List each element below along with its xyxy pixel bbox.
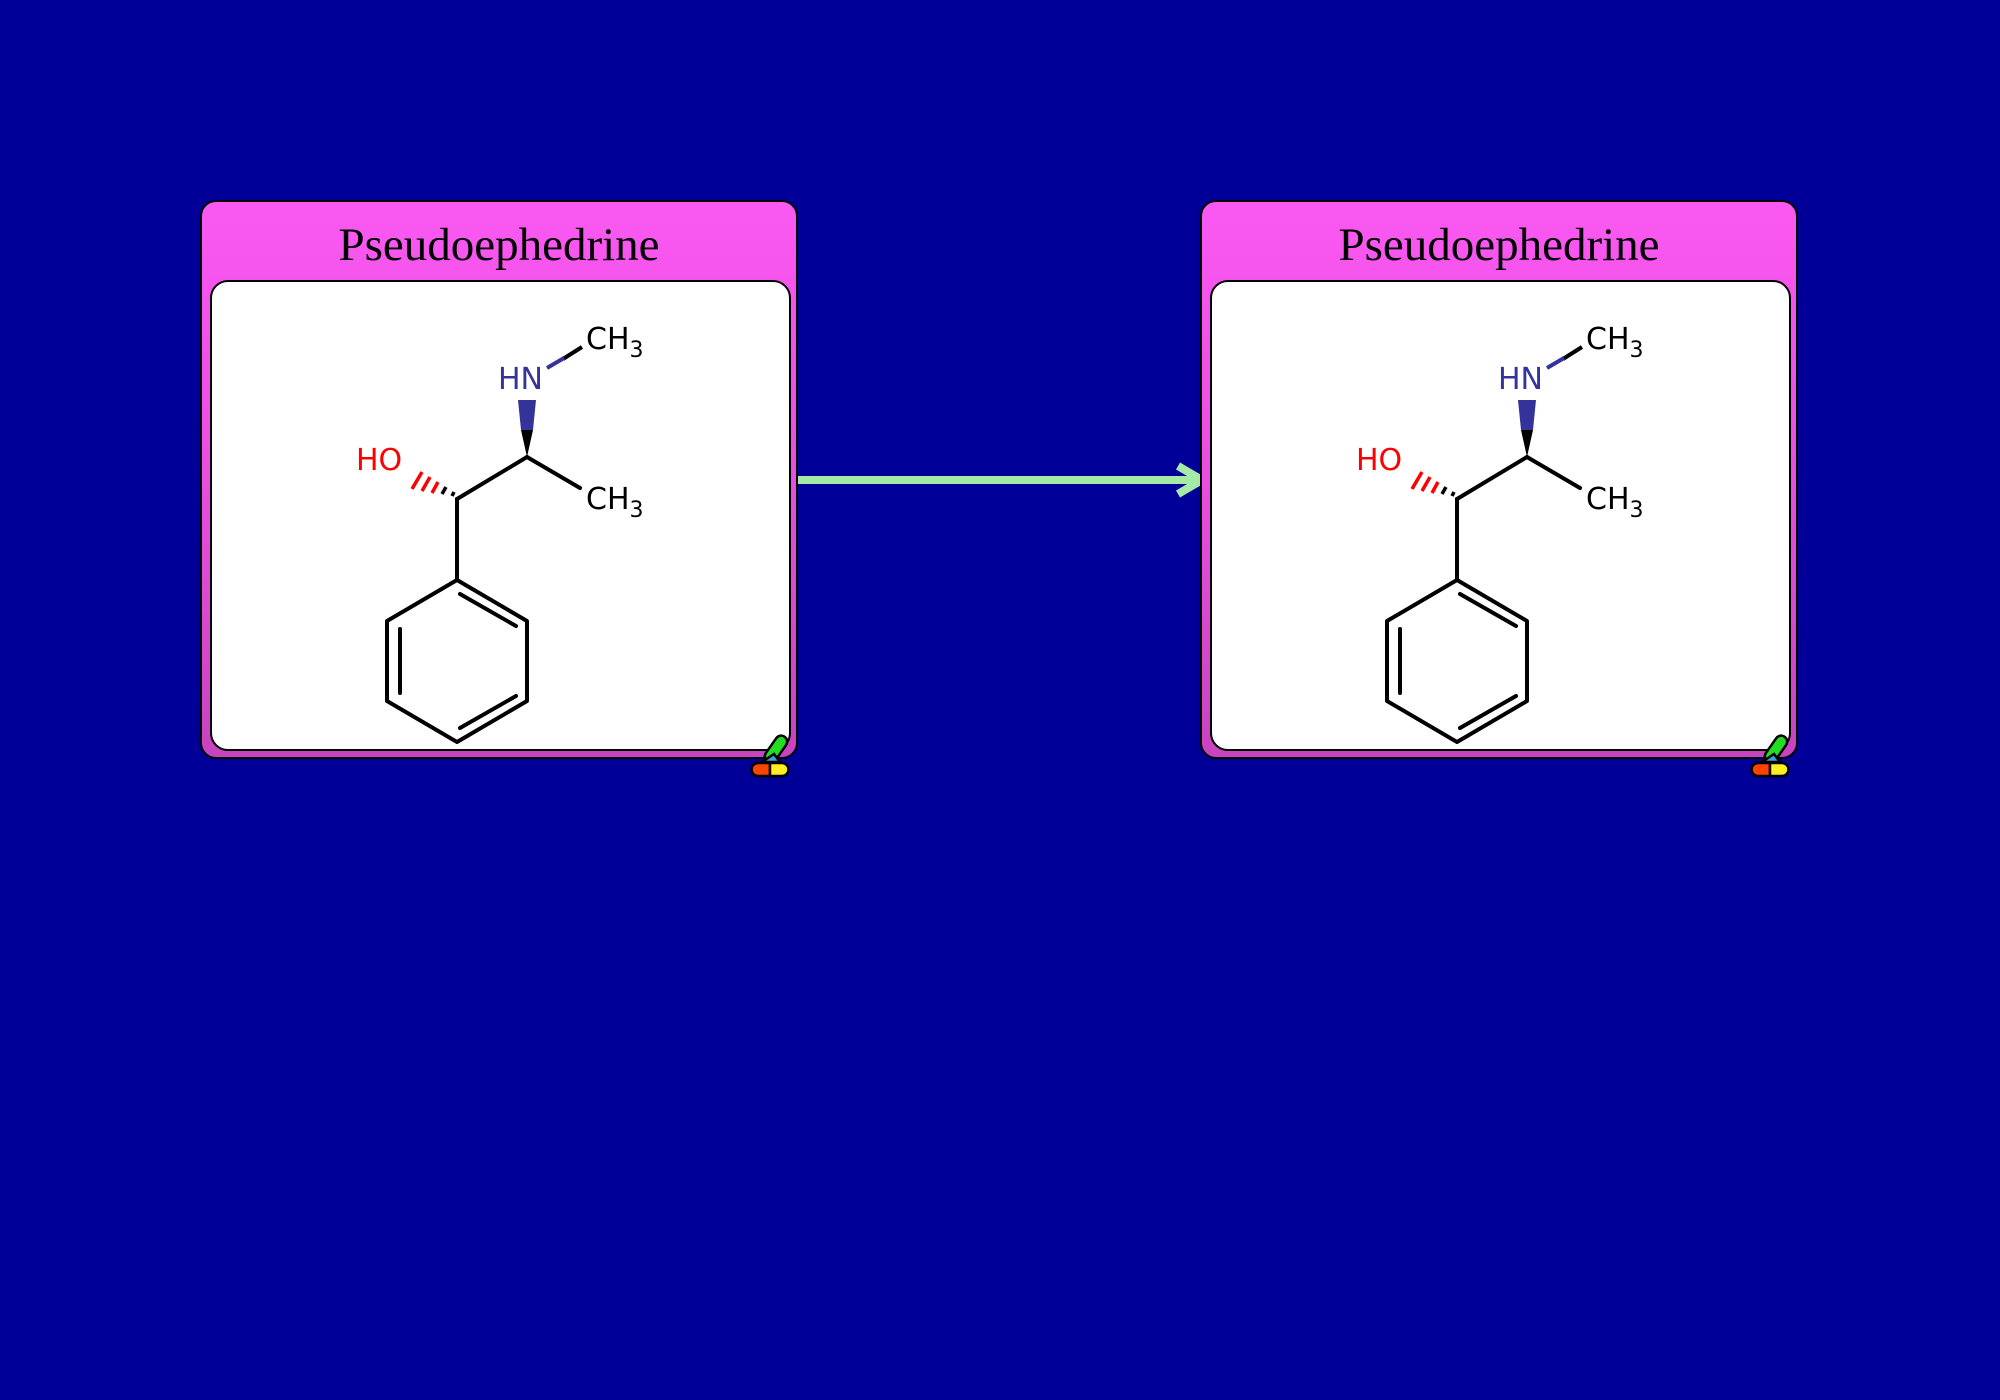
subscript: 3: [1630, 338, 1644, 363]
atom-label-nh: HN: [1498, 362, 1543, 397]
arrow-right-icon: [798, 462, 1210, 498]
structure-panel: [1210, 280, 1791, 751]
molecule-structure: HN CH3 CH3 HO: [356, 322, 644, 744]
structure-panel: [210, 280, 791, 751]
svg-text:CH3: CH3: [1586, 322, 1644, 363]
card-title: Pseudoephedrine: [338, 219, 660, 271]
atom-label-nh: HN: [498, 362, 543, 397]
svg-text:CH3: CH3: [1586, 482, 1644, 523]
pill-icon: [750, 734, 790, 778]
pill-icon: [1750, 734, 1790, 778]
molecule-card-2[interactable]: Pseudoephedrine HN CH3 CH3 HO: [1200, 200, 1798, 778]
card-title: Pseudoephedrine: [1338, 219, 1660, 271]
svg-text:CH3: CH3: [586, 482, 644, 523]
subscript: 3: [630, 338, 644, 363]
molecule-structure: HN CH3 CH3 HO: [1356, 322, 1644, 744]
atom-label-ch3: CH: [586, 322, 630, 357]
atom-label-ch3: CH: [1586, 322, 1630, 357]
subscript: 3: [630, 498, 644, 523]
svg-text:CH3: CH3: [586, 322, 644, 363]
atom-label-ch3: CH: [586, 482, 630, 517]
atom-label-ch3: CH: [1586, 482, 1630, 517]
atom-label-oh: HO: [1356, 443, 1402, 478]
atom-label-oh: HO: [356, 443, 402, 478]
molecule-card-1[interactable]: Pseudoephedrine HN CH3 CH3 HO: [200, 200, 798, 778]
subscript: 3: [1630, 498, 1644, 523]
